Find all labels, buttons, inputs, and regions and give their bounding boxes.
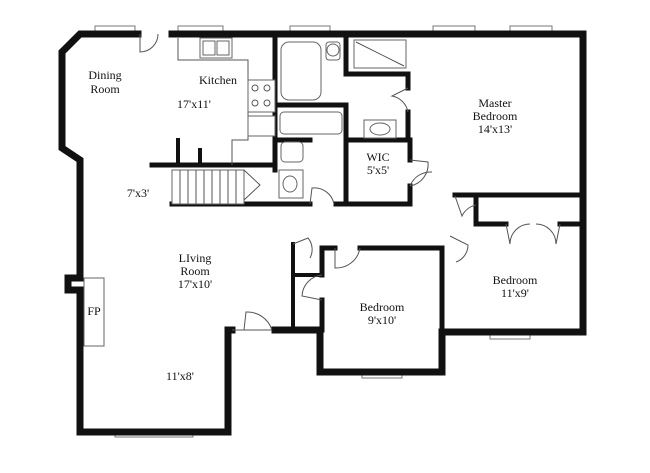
foyer-dimensions: 11'x8'	[166, 369, 194, 383]
fridge-icon	[247, 115, 276, 137]
fireplace-icon	[83, 277, 105, 347]
kitchen-fixtures	[177, 37, 276, 165]
hall-dimensions: 7'x3'	[127, 186, 149, 200]
door-swings	[139, 33, 561, 331]
garden-tub-icon	[280, 41, 322, 101]
room-labels: Dining Room Kitchen 17'x11' 7'x3' LIving…	[87, 68, 538, 383]
living-room-label-line2: Room	[180, 264, 210, 278]
bedroom-2-dimensions: 11'x9'	[501, 286, 529, 300]
bath-fixtures	[278, 39, 407, 199]
master-bedroom-label-line1: Master	[478, 96, 511, 110]
toilet-icon-2	[280, 141, 304, 163]
stove-icon	[247, 79, 276, 113]
bathtub-icon	[279, 111, 343, 135]
bedroom-3-dimensions: 9'x10'	[368, 313, 396, 327]
kitchen-dimensions: 17'x11'	[177, 97, 211, 111]
bedroom-3-label: Bedroom	[360, 300, 405, 314]
exterior-walls	[58, 30, 587, 436]
master-bedroom-label-line2: Bedroom	[473, 109, 518, 123]
wic-label: WIC	[366, 150, 389, 164]
master-bedroom-dimensions: 14'x13'	[478, 122, 512, 136]
dining-room-label-line1: Dining	[88, 68, 121, 82]
living-room-dimensions: 17'x10'	[178, 277, 212, 291]
kitchen-label: Kitchen	[199, 73, 237, 87]
staircase	[171, 169, 261, 205]
fireplace-label: FP	[87, 304, 101, 318]
dining-room-label-line2: Room	[90, 82, 120, 96]
wic-dimensions: 5'x5'	[367, 163, 389, 177]
living-room-label-line1: LIving	[179, 251, 212, 265]
bedroom-2-label: Bedroom	[493, 273, 538, 287]
